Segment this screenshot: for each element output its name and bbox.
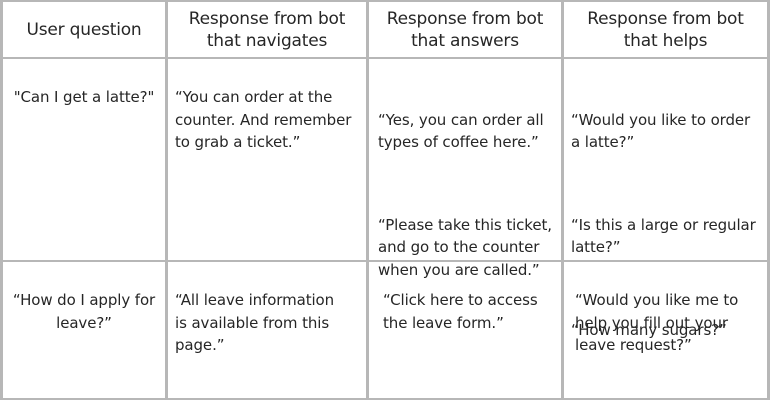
table-border-bottom (0, 398, 770, 400)
header-user-question: User question (26, 20, 142, 40)
row-divider (0, 260, 770, 262)
table-border-right (767, 0, 770, 400)
row1-navigates-response: “You can order at the counter. And remem… (175, 88, 352, 151)
column-divider-2 (366, 0, 369, 400)
row1-helps-paragraph-3: “How many sugars?” (571, 320, 727, 339)
row2-user-question: “How do I apply for leave?” (12, 291, 156, 332)
header-bot-navigates: Response from bot that navigates (188, 9, 346, 51)
row1-answers-response: “Yes, you can order all types of coffee … (378, 86, 560, 304)
header-bot-answers: Response from bot that answers (386, 9, 544, 51)
column-divider-1 (165, 0, 168, 400)
row1-answers-paragraph-2: “Please take this ticket, and go to the … (378, 215, 552, 279)
header-divider (0, 57, 770, 59)
row1-answers-paragraph-1: “Yes, you can order all types of coffee … (378, 110, 544, 152)
table-border-top (0, 0, 770, 2)
row1-user-question: "Can I get a latte?" (13, 88, 155, 106)
row1-helps-paragraph-2: “Is this a large or regular latte?” (571, 215, 756, 257)
header-bot-helps: Response from bot that helps (587, 9, 744, 51)
row1-helps-paragraph-1: “Would you like to order a latte?” (571, 110, 751, 152)
table-border-left (0, 0, 3, 400)
row1-helps-response: “Would you like to order a latte?” “Is t… (571, 86, 765, 364)
row2-answers-response: “Click here to access the leave form.” (383, 291, 538, 332)
column-divider-3 (561, 0, 564, 400)
row2-navigates-response: “All leave information is available from… (175, 291, 335, 354)
row2-helps-response: “Would you like me to help you fill out … (575, 291, 739, 354)
